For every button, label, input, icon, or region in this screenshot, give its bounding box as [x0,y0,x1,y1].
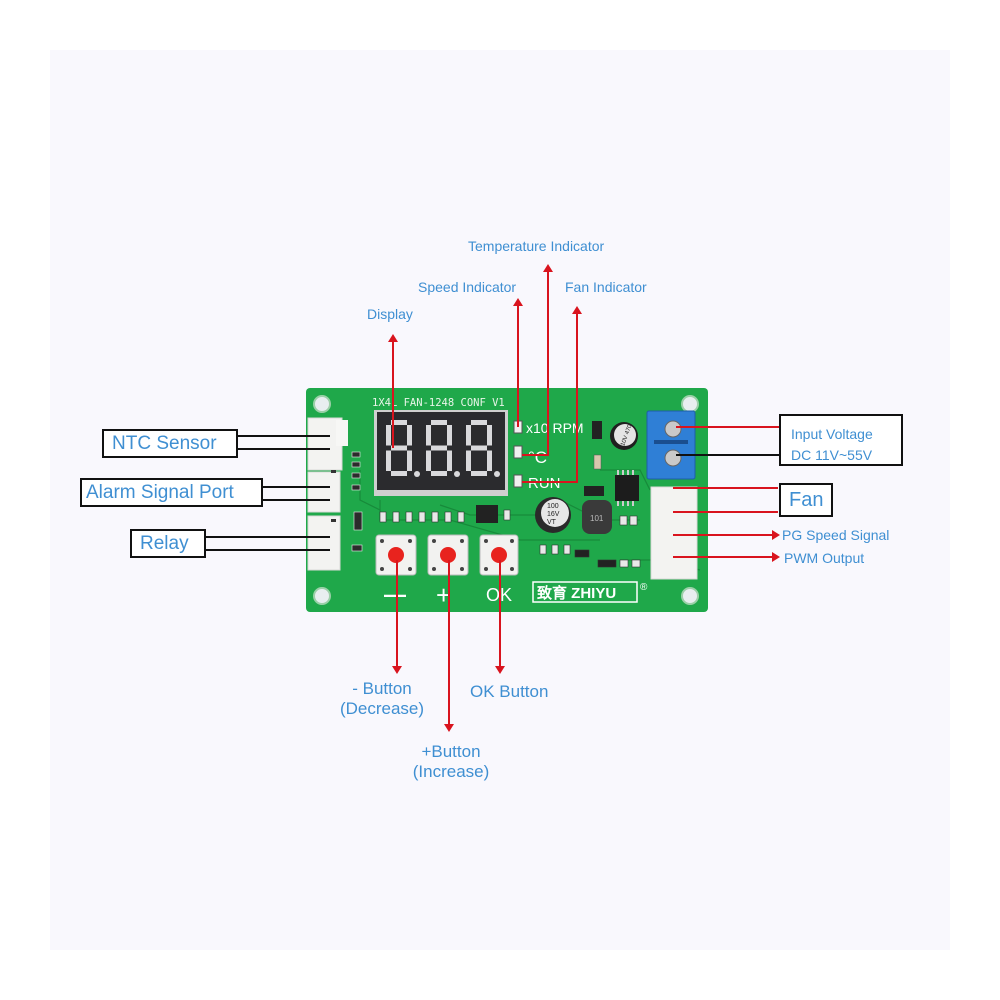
digit-0-segment-0 [391,420,407,425]
plus-switch [427,534,469,576]
mounting-holes [313,395,699,605]
alarm-signal-port-label: Alarm Signal Port [86,482,234,503]
tactile-buttons: — + OK [375,534,519,610]
svg-text:16V: 16V [547,511,560,518]
ok-switch [479,534,519,576]
silkscreen-title: 1X4L FAN-1248 CONF V1 [372,397,505,409]
arrow-temperature [522,264,553,456]
pcb-board: 1X4L FAN-1248 CONF V1 x [306,388,708,612]
diode [592,421,602,439]
digit-2-segment-1 [487,425,492,446]
screw-terminal [646,410,696,480]
callout-input-voltage: Input Voltage DC 11V~55V [779,414,903,466]
callout-pwm-output: PWM Output [784,550,865,566]
digit-1-segment-6 [431,445,447,451]
digit-2-segment-3 [471,471,487,476]
left-leaders [205,435,330,551]
digit-0-segment-4 [386,450,391,471]
svg-text:VT: VT [547,519,557,526]
digit-2-segment-0 [471,420,487,425]
top-arrows [388,264,582,483]
callout-alarm-signal-port: Alarm Signal Port [80,478,263,507]
digit-2-segment-2 [487,450,492,471]
digit-1-segment-5 [426,425,431,446]
minus-button-line-1: - Button [352,679,412,698]
digit-1-segment-2 [447,450,452,471]
svg-text:100: 100 [547,503,559,510]
callout-pg-speed-signal: PG Speed Signal [782,527,890,543]
digit-2-decimal-point [494,471,500,477]
digit-1-segment-3 [431,471,447,476]
callout-temperature-indicator: Temperature Indicator [468,238,605,254]
relay-connector [307,515,341,571]
fan-connector [650,486,698,580]
digit-2-segment-5 [466,425,471,446]
indicator-label-run: RUN [528,475,561,492]
callout-relay: Relay [130,529,206,558]
callout-display: Display [367,306,413,322]
relay-label: Relay [140,533,189,554]
voltage-regulator [476,505,498,523]
left-connectors [307,417,348,571]
digit-0-segment-1 [407,425,412,446]
led-temp [513,445,523,459]
capacitor-small: 10V 470 [610,422,638,450]
silk-minus: — [384,582,406,607]
ic-chip [615,470,639,506]
alarm-connector [307,471,341,513]
digit-0-segment-6 [391,445,407,451]
callout-fan-indicator: Fan Indicator [565,279,647,295]
indicator-leds: x10 RPM °C RUN [513,420,584,492]
indicator-label-rpm: x10 RPM [526,420,584,436]
digit-0-decimal-point [414,471,420,477]
digit-1-segment-0 [431,420,447,425]
fan-label: Fan [789,489,824,511]
indicator-label-temp: °C [528,448,547,467]
plus-button-line-1: +Button [421,742,481,761]
led-run [513,474,523,488]
brand-mark: ® [640,582,648,593]
ntc-sensor-label: NTC Sensor [112,433,217,454]
plus-button-line-2: (Increase) [412,761,490,781]
callout-plus-button: +Button (Increase) [398,742,504,781]
callout-minus-button: - Button (Decrease) [327,679,437,718]
digit-1-decimal-point [454,471,460,477]
digit-2-segment-4 [466,450,471,471]
svg-text:101: 101 [590,514,604,523]
callout-fan: Fan [779,483,833,517]
brand-text: 致育 ZHIYU [537,584,616,602]
digit-0-segment-3 [391,471,407,476]
input-voltage-line-1: Input Voltage [791,426,873,442]
digit-0-segment-5 [386,425,391,446]
smd-components-left [351,451,363,552]
capacitor-large: 100 16V VT [535,497,571,533]
digit-1-segment-1 [447,425,452,446]
smd-row [379,511,465,523]
brand-logo: 致育 ZHIYU ® [532,581,648,603]
minus-button-line-2: (Decrease) [339,698,425,718]
right-leaders [673,426,780,562]
digit-2-segment-6 [471,445,487,451]
digit-1-segment-4 [426,450,431,471]
arrow-fan-indicator [522,306,582,483]
callout-speed-indicator: Speed Indicator [418,279,517,295]
callout-ntc-sensor: NTC Sensor [102,429,238,458]
silk-plus: + [436,580,451,610]
bottom-arrows [392,560,505,732]
display-digits [386,420,500,477]
digit-0-segment-2 [407,450,412,471]
inductor: 101 [582,500,612,534]
callout-ok-button: OK Button [470,682,549,701]
input-voltage-line-2: DC 11V~55V [791,447,873,463]
seven-segment-display [374,410,508,496]
